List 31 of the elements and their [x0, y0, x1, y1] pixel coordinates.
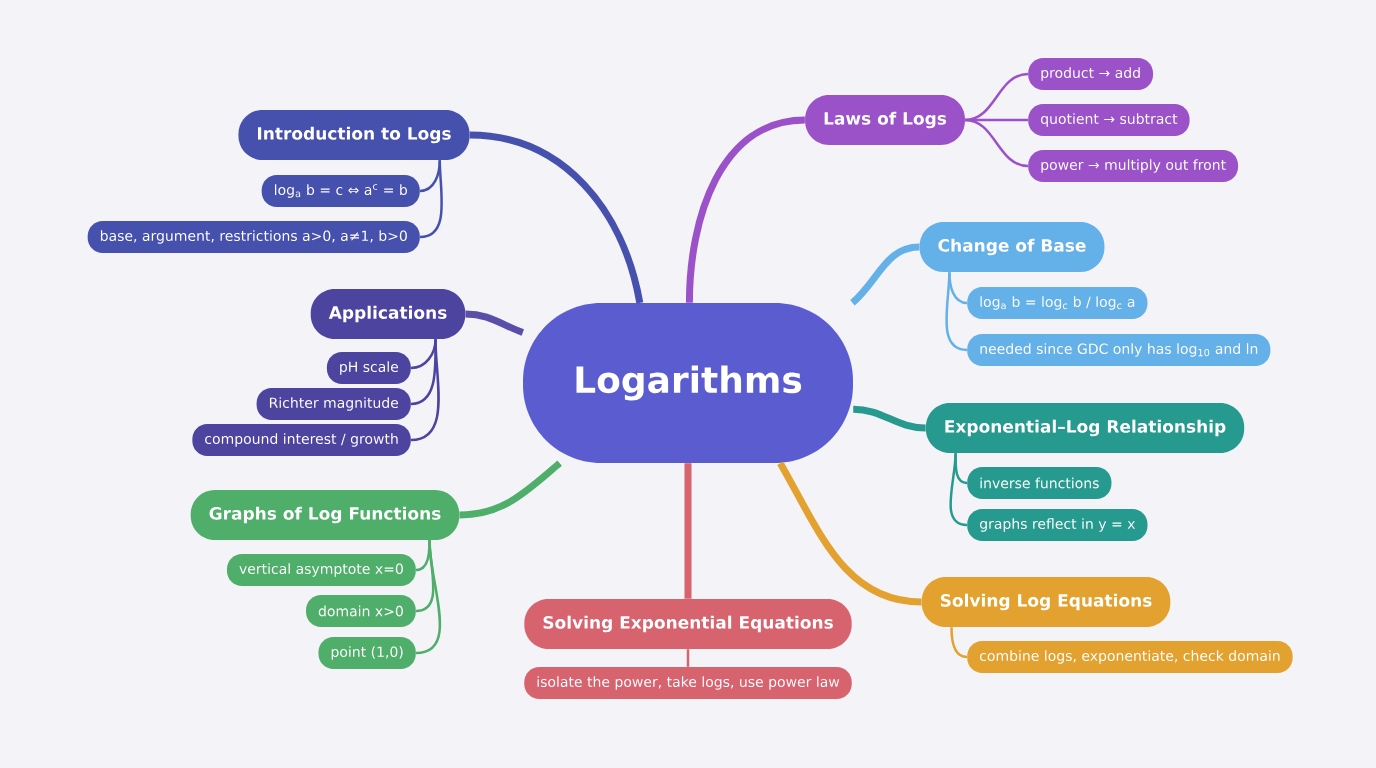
- topic-box: Solving Log Equations: [921, 577, 1171, 627]
- subtopic-box: power → multiply out front: [1028, 150, 1239, 182]
- connector: [469, 131, 644, 304]
- connector: [964, 118, 1029, 168]
- topic-box: Graphs of Log Functions: [190, 490, 460, 540]
- topic-box: Exponential–Log Relationship: [925, 403, 1245, 453]
- subtopic-box: needed since GDC only has log$_{10}$ and ln: [967, 334, 1271, 366]
- connector: [777, 461, 922, 606]
- subtopic-box: compound interest / growth: [192, 424, 411, 456]
- subtopic-box: log$_{a}$ b = log$_{c}$ b / log$_{c}$ a: [967, 287, 1148, 319]
- connector: [419, 160, 443, 239]
- subtopic-box: isolate the power, take logs, use power law: [524, 667, 852, 699]
- topic-box: Introduction to Logs: [238, 110, 470, 160]
- subtopic-box: quotient → subtract: [1028, 104, 1190, 136]
- topic-box: Change of Base: [919, 222, 1105, 272]
- connector: [945, 272, 968, 352]
- subtopic-box: vertical asymptote x=0: [226, 554, 416, 586]
- subtopic-box: inverse functions: [967, 467, 1112, 499]
- subtopic-box: Richter magnitude: [256, 388, 411, 420]
- topic-box: Solving Exponential Equations: [524, 599, 852, 649]
- subtopic-box: base, argument, restrictions a>0, a≠1, b>0: [87, 221, 420, 253]
- connector: [410, 339, 440, 442]
- subtopic-box: log$_{a}$ b = c ⇔ a$^{c}$ = b: [261, 175, 420, 207]
- connector: [419, 160, 442, 193]
- connector: [415, 540, 442, 655]
- connector: [850, 243, 920, 306]
- connector: [686, 649, 690, 667]
- connector: [459, 460, 562, 519]
- subtopic-box: graphs reflect in y = x: [967, 509, 1148, 541]
- topic-box: Laws of Logs: [805, 95, 965, 145]
- subtopic-box: combine logs, exponentiate, check domain: [967, 641, 1293, 673]
